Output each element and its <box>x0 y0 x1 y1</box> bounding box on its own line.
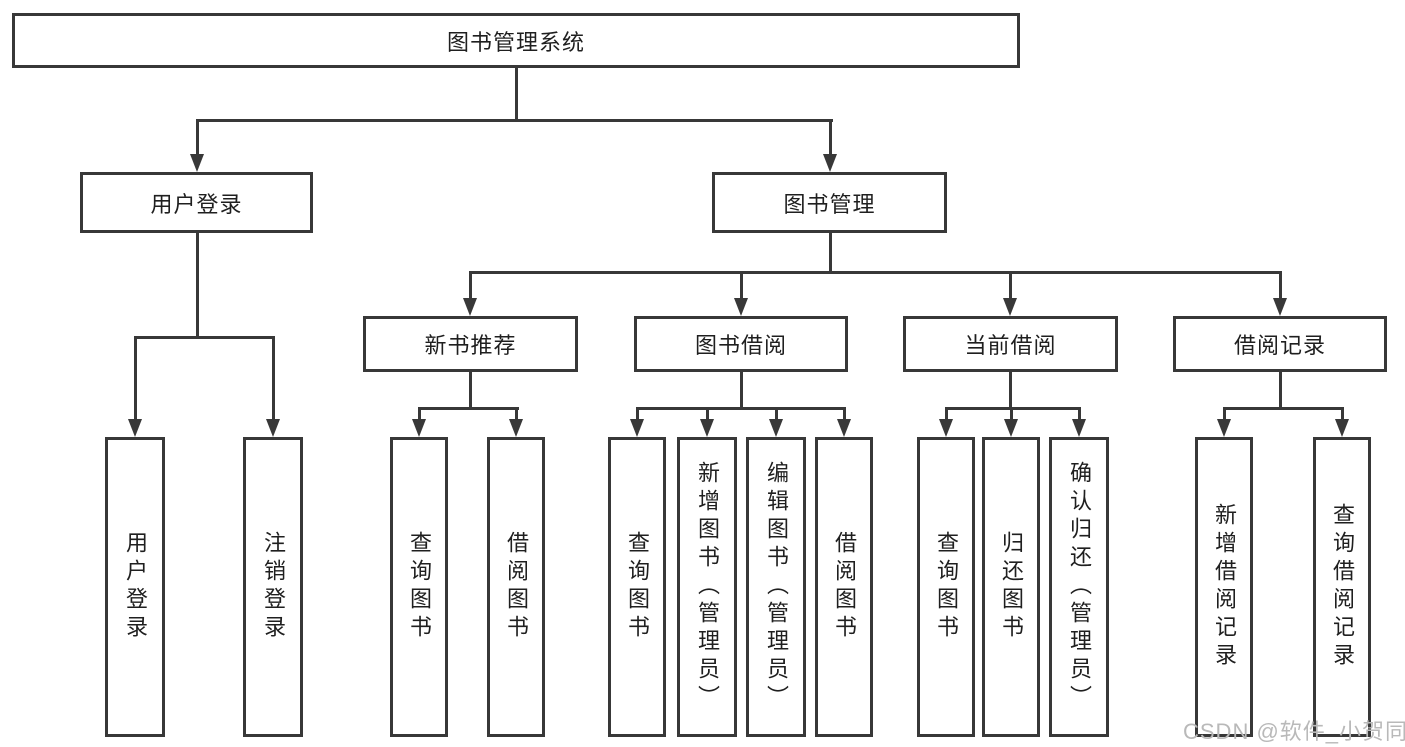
arrow-down-icon <box>823 154 837 172</box>
connector-line <box>196 233 199 338</box>
arrow-down-icon <box>1004 419 1018 437</box>
connector-line <box>1279 271 1282 300</box>
arrow-down-icon <box>1217 419 1231 437</box>
connector-line <box>1010 407 1013 421</box>
connector-line <box>636 407 846 410</box>
connector-line <box>515 68 518 121</box>
connector-line <box>469 271 472 300</box>
arrow-down-icon <box>939 419 953 437</box>
connector-line <box>740 372 743 409</box>
arrow-down-icon <box>1335 419 1349 437</box>
leaf-return-books: 归还图书 <box>982 437 1040 737</box>
arrow-down-icon <box>630 419 644 437</box>
connector-line <box>469 271 1282 274</box>
leaf-query-books-1: 查询图书 <box>390 437 448 737</box>
connector-line <box>1279 372 1282 409</box>
arrow-down-icon <box>412 419 426 437</box>
connector-line <box>272 336 275 421</box>
node-user-login: 用户登录 <box>80 172 313 233</box>
arrow-down-icon <box>1072 419 1086 437</box>
connector-line <box>418 407 421 421</box>
arrow-down-icon <box>700 419 714 437</box>
leaf-query-books-2: 查询图书 <box>608 437 666 737</box>
arrow-down-icon <box>734 298 748 316</box>
connector-line <box>706 407 709 421</box>
connector-line <box>1341 407 1344 421</box>
leaf-add-books-admin: 新增图书（管理员） <box>677 437 737 737</box>
node-current-borrow: 当前借阅 <box>903 316 1118 372</box>
connector-line <box>1009 372 1012 409</box>
connector-line <box>134 336 137 421</box>
connector-line <box>469 372 472 409</box>
arrow-down-icon <box>509 419 523 437</box>
arrow-down-icon <box>837 419 851 437</box>
leaf-add-borrow-record: 新增借阅记录 <box>1195 437 1253 737</box>
connector-line <box>196 119 199 156</box>
node-borrow-records: 借阅记录 <box>1173 316 1387 372</box>
csdn-watermark: CSDN @软件_小贺同学 <box>1183 719 1405 744</box>
leaf-confirm-return-admin: 确认归还（管理员） <box>1049 437 1109 737</box>
arrow-down-icon <box>1273 298 1287 316</box>
leaf-edit-books-admin: 编辑图书（管理员） <box>746 437 806 737</box>
node-library-management-system: 图书管理系统 <box>12 13 1020 68</box>
arrow-down-icon <box>190 154 204 172</box>
node-book-borrow: 图书借阅 <box>634 316 848 372</box>
leaf-query-books-3: 查询图书 <box>917 437 975 737</box>
connector-line <box>515 407 518 421</box>
connector-line <box>134 336 275 339</box>
connector-line <box>418 407 519 410</box>
node-book-management: 图书管理 <box>712 172 947 233</box>
leaf-query-borrow-record: 查询借阅记录 <box>1313 437 1371 737</box>
arrow-down-icon <box>266 419 280 437</box>
connector-line <box>1223 407 1226 421</box>
connector-line <box>829 119 832 156</box>
arrow-down-icon <box>1003 298 1017 316</box>
connector-line <box>1223 407 1344 410</box>
connector-line <box>196 119 833 122</box>
arrow-down-icon <box>128 419 142 437</box>
connector-line <box>843 407 846 421</box>
connector-line <box>945 407 1081 410</box>
connector-line <box>1078 407 1081 421</box>
connector-line <box>740 271 743 300</box>
connector-line <box>1009 271 1012 300</box>
connector-line <box>636 407 639 421</box>
connector-line <box>829 233 832 273</box>
arrow-down-icon <box>769 419 783 437</box>
leaf-borrow-books-1: 借阅图书 <box>487 437 545 737</box>
leaf-user-login: 用户登录 <box>105 437 165 737</box>
connector-line <box>775 407 778 421</box>
arrow-down-icon <box>463 298 477 316</box>
connector-line <box>945 407 948 421</box>
leaf-logout: 注销登录 <box>243 437 303 737</box>
leaf-borrow-books-2: 借阅图书 <box>815 437 873 737</box>
node-new-book-recommend: 新书推荐 <box>363 316 578 372</box>
